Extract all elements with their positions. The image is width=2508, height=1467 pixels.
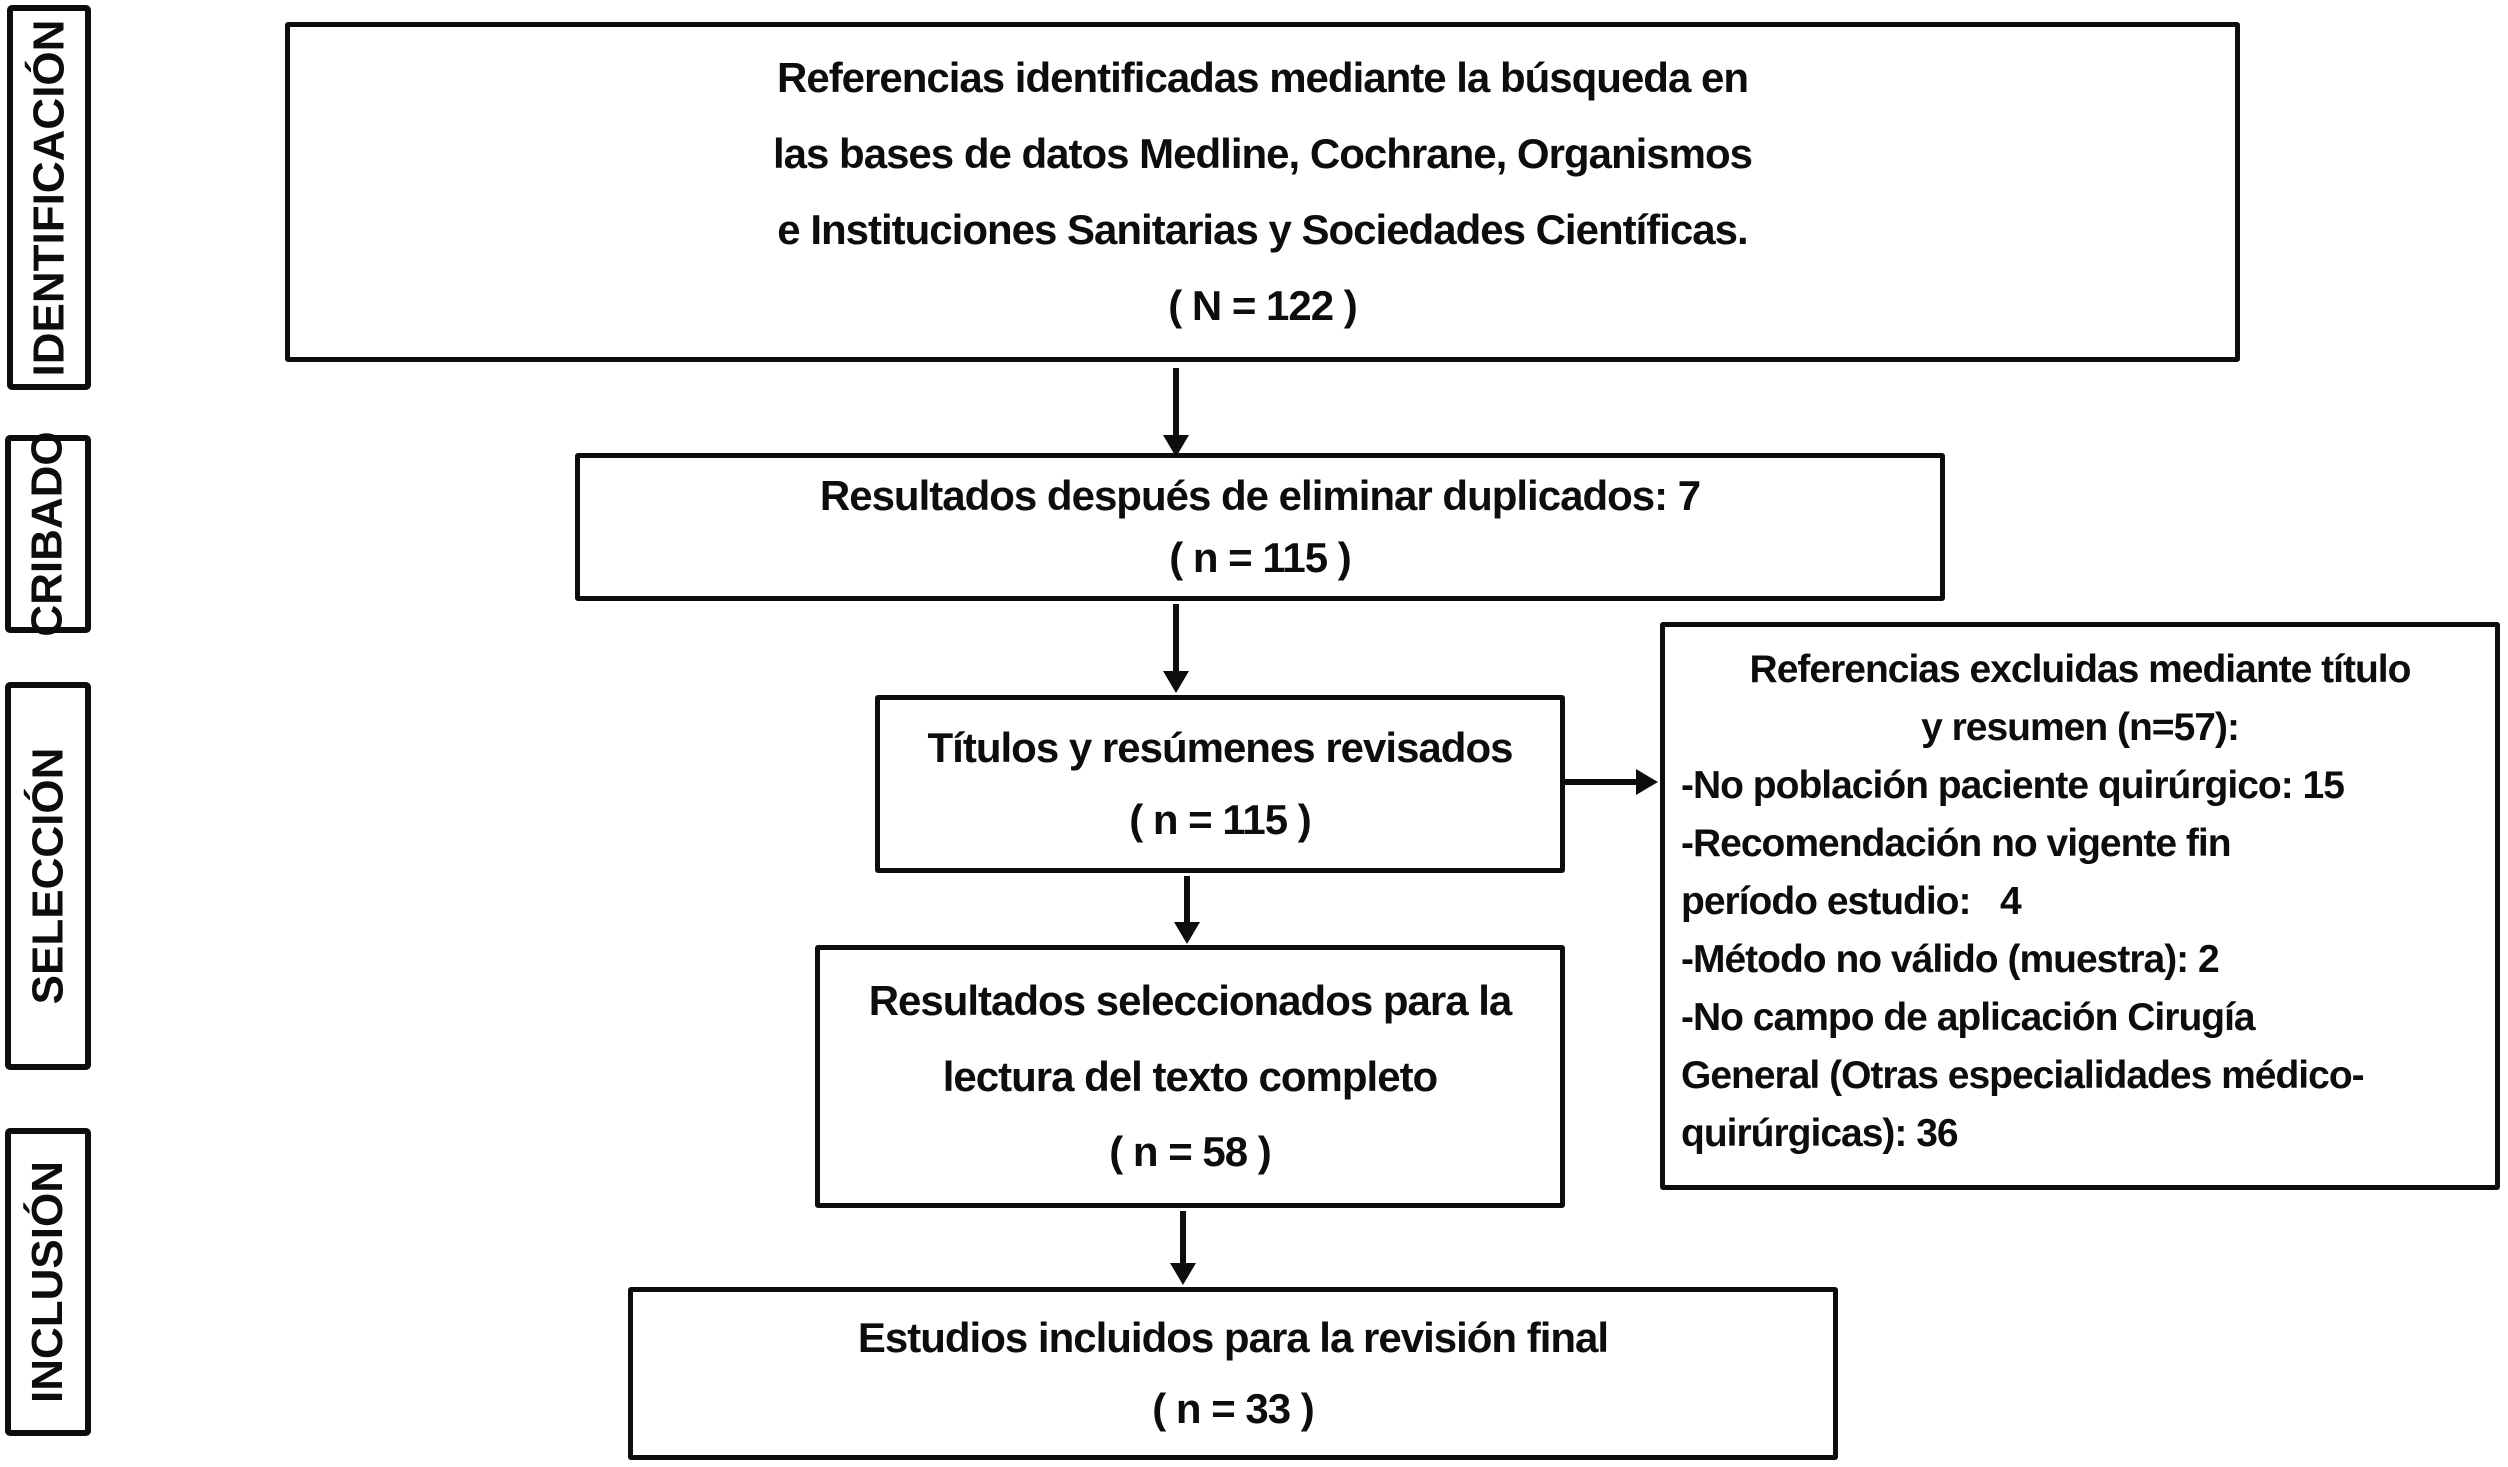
box-text-line: las bases de datos Medline, Cochrane, Or… xyxy=(773,130,1753,178)
stage-label-text: INCLUSIÓN xyxy=(23,1161,72,1403)
flow-box-deduplicated: Resultados después de eliminar duplicado… xyxy=(575,453,1945,601)
excluded-reason-line: General (Otras especialidades médico- xyxy=(1681,1054,2365,1097)
flow-box-included: Estudios incluidos para la revisión fina… xyxy=(628,1287,1838,1460)
stage-label-cribado: CRIBADO xyxy=(5,431,91,637)
box-text-line: Resultados después de eliminar duplicado… xyxy=(819,471,1701,519)
arrow-shaft xyxy=(1180,1211,1186,1264)
box-count-line: ( n = 58 ) xyxy=(1109,1128,1272,1176)
arrow-head-down-icon xyxy=(1163,435,1189,457)
box-count-line: ( N = 122 ) xyxy=(1168,282,1358,330)
stage-label-identificacion: IDENTIFICACIÓN xyxy=(7,5,91,390)
stage-label-seleccion: SELECCIÓN xyxy=(5,682,91,1070)
box-text-line: Referencias identificadas mediante la bú… xyxy=(777,54,1749,102)
arrow-shaft xyxy=(1173,604,1179,672)
box-text-line: e Instituciones Sanitarias y Sociedades … xyxy=(777,206,1748,254)
stage-label-inclusion: INCLUSIÓN xyxy=(5,1128,91,1436)
excluded-title-line: Referencias excluidas mediante título xyxy=(1749,648,2412,691)
box-text-line: Resultados seleccionados para la xyxy=(868,977,1513,1025)
box-text-line: Estudios incluidos para la revisión fina… xyxy=(857,1314,1609,1362)
arrow-shaft xyxy=(1565,779,1638,785)
flow-box-screened: Títulos y resúmenes revisados ( n = 115 … xyxy=(875,695,1565,873)
arrow-head-down-icon xyxy=(1170,1263,1196,1285)
flow-box-excluded: Referencias excluidas mediante título y … xyxy=(1660,622,2500,1190)
excluded-reason-line: -Método no válido (muestra): 2 xyxy=(1681,938,2220,981)
stage-label-text: SELECCIÓN xyxy=(23,747,73,1005)
excluded-reason-line: -No población paciente quirúrgico: 15 xyxy=(1681,764,2345,807)
arrow-head-down-icon xyxy=(1163,671,1189,693)
arrow-head-right-icon xyxy=(1636,769,1658,795)
arrow-shaft xyxy=(1184,876,1190,924)
excluded-title-line: y resumen (n=57): xyxy=(1921,706,2240,749)
flow-box-fulltext: Resultados seleccionados para la lectura… xyxy=(815,945,1565,1208)
stage-label-text: IDENTIFICACIÓN xyxy=(24,19,74,376)
box-text-line: Títulos y resúmenes revisados xyxy=(927,723,1514,771)
arrow-head-down-icon xyxy=(1174,922,1200,944)
box-count-line: ( n = 33 ) xyxy=(1152,1385,1315,1433)
excluded-reason-line: -Recomendación no vigente fin xyxy=(1681,822,2232,865)
box-text-line: lectura del texto completo xyxy=(942,1052,1438,1100)
box-count-line: ( n = 115 ) xyxy=(1169,534,1352,582)
box-count-line: ( n = 115 ) xyxy=(1129,796,1312,844)
excluded-reason-line: período estudio: 4 xyxy=(1681,880,2022,923)
flow-box-identified: Referencias identificadas mediante la bú… xyxy=(285,22,2240,362)
excluded-reason-line: -No campo de aplicación Cirugía xyxy=(1681,996,2256,1039)
arrow-shaft xyxy=(1173,368,1179,438)
excluded-reason-line: quirúrgicas): 36 xyxy=(1681,1112,1959,1155)
stage-label-text: CRIBADO xyxy=(23,431,73,637)
